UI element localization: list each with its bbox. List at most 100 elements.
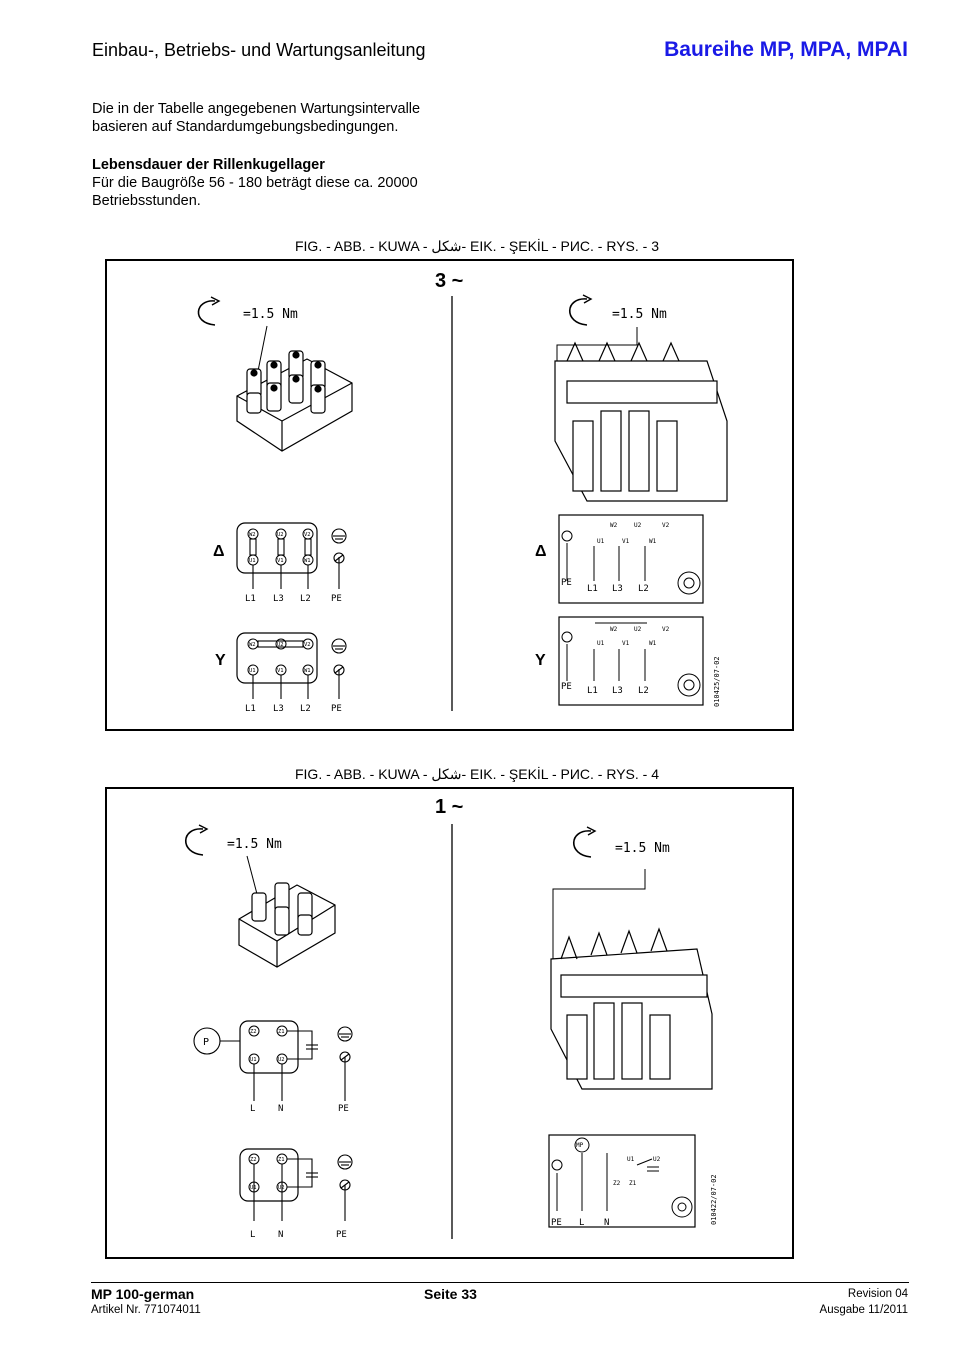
svg-text:U2: U2 <box>278 1185 285 1191</box>
star-symbol-right: Y <box>535 652 546 669</box>
switch-block-drawing <box>554 341 728 502</box>
drawing-code: 010422/07-02 <box>710 1174 718 1225</box>
torque-value-right: =1.5 Nm <box>612 307 667 322</box>
svg-text:Z2: Z2 <box>250 1029 257 1035</box>
terminal-block-drawing <box>236 350 353 452</box>
figure-4-caption: FIG. - ABB. - KUWA - ﺷﻜﻞ- EIK. - ŞEKİL -… <box>294 766 660 782</box>
svg-text:L3: L3 <box>273 594 284 604</box>
bearing-line-2: Betriebsstunden. <box>92 193 201 209</box>
svg-text:N: N <box>604 1218 609 1228</box>
delta-symbol-left: Δ <box>213 543 225 560</box>
svg-text:L3: L3 <box>612 686 623 696</box>
svg-text:PE: PE <box>561 578 572 588</box>
svg-text:U2: U2 <box>277 642 284 648</box>
svg-text:PE: PE <box>336 1230 347 1240</box>
torque-arrow-icon <box>569 294 593 326</box>
svg-text:V1: V1 <box>277 668 284 674</box>
svg-text:V1: V1 <box>622 640 630 647</box>
svg-text:U2: U2 <box>634 522 642 529</box>
footer-page: Seite 33 <box>424 1286 477 1302</box>
svg-text:U2: U2 <box>278 1057 285 1063</box>
figure-3-drawing: 3 ~ =1.5 Nm Δ W2 U2 <box>197 270 728 714</box>
torque-arrow-icon <box>185 824 209 856</box>
svg-text:L3: L3 <box>612 584 623 594</box>
svg-text:U1: U1 <box>249 668 256 674</box>
svg-text:W2: W2 <box>249 532 256 538</box>
footer-article: Artikel Nr. 771074011 <box>91 1304 201 1316</box>
svg-text:V2: V2 <box>304 532 311 538</box>
svg-text:L3: L3 <box>273 704 284 714</box>
svg-text:Z1: Z1 <box>629 1180 637 1187</box>
footer-divider <box>91 1282 909 1283</box>
star-symbol-left: Y <box>215 652 226 669</box>
phase-label: 1 ~ <box>435 796 463 818</box>
drawing-code: 010425/07-02 <box>713 656 721 707</box>
svg-text:V2: V2 <box>662 522 670 529</box>
figure-3-caption: FIG. - ABB. - KUWA - ﺷﻜﻞ- EIK. - ŞEKİL -… <box>294 238 660 254</box>
delta-symbol-right: Δ <box>535 543 547 560</box>
torque-value-left: =1.5 Nm <box>227 837 282 852</box>
switch-block-drawing <box>550 927 713 1090</box>
torque-arrow-icon <box>197 296 221 326</box>
svg-text:U1: U1 <box>597 538 605 545</box>
maintenance-note-line-1: Die in der Tabelle angegebenen Wartungsi… <box>92 101 421 117</box>
svg-text:L1: L1 <box>587 584 598 594</box>
torque-value-left: =1.5 Nm <box>243 307 298 322</box>
svg-text:U2: U2 <box>653 1156 661 1163</box>
svg-text:W1: W1 <box>304 558 311 564</box>
figure-4: 1 ~ =1.5 Nm P Z2 Z1 U1 U2 <box>105 787 794 1259</box>
svg-text:V1: V1 <box>277 558 284 564</box>
svg-text:L1: L1 <box>587 686 598 696</box>
svg-text:W1: W1 <box>304 668 311 674</box>
svg-text:L2: L2 <box>638 686 649 696</box>
terminal-block-drawing <box>238 882 336 968</box>
svg-text:U2: U2 <box>634 626 642 633</box>
svg-text:U1: U1 <box>250 1057 257 1063</box>
svg-text:W2: W2 <box>610 626 618 633</box>
svg-text:PE: PE <box>338 1104 349 1114</box>
svg-text:L2: L2 <box>638 584 649 594</box>
figure-3: 3 ~ =1.5 Nm Δ W2 U2 <box>105 259 794 731</box>
svg-text:N: N <box>278 1104 283 1114</box>
bearing-heading: Lebensdauer der Rillenkugellager <box>92 157 325 173</box>
svg-text:U1: U1 <box>597 640 605 647</box>
svg-text:V2: V2 <box>304 642 311 648</box>
maintenance-note: Die in der Tabelle angegebenen Wartungsi… <box>92 100 420 136</box>
figure-4-drawing: 1 ~ =1.5 Nm P Z2 Z1 U1 U2 <box>185 796 718 1240</box>
svg-text:U1: U1 <box>627 1156 635 1163</box>
series-title: Baureihe MP, MPA, MPAI <box>664 38 908 61</box>
svg-text:MP: MP <box>576 1142 584 1149</box>
torque-arrow-icon <box>573 826 597 858</box>
svg-text:L2: L2 <box>300 704 311 714</box>
svg-text:PE: PE <box>331 594 342 604</box>
svg-text:L1: L1 <box>245 704 256 714</box>
maintenance-note-line-2: basieren auf Standardumgebungsbedingunge… <box>92 119 399 135</box>
bearing-line-1: Für die Baugröße 56 - 180 beträgt diese … <box>92 175 418 191</box>
svg-text:P: P <box>203 1037 209 1048</box>
svg-text:W2: W2 <box>249 642 256 648</box>
svg-text:U1: U1 <box>249 558 256 564</box>
phase-label: 3 ~ <box>435 270 463 292</box>
svg-text:PE: PE <box>551 1218 562 1228</box>
svg-text:L2: L2 <box>300 594 311 604</box>
svg-text:L: L <box>250 1230 255 1240</box>
torque-value-right: =1.5 Nm <box>615 841 670 856</box>
svg-text:L: L <box>579 1218 584 1228</box>
svg-text:Z1: Z1 <box>278 1157 285 1163</box>
svg-text:Z1: Z1 <box>278 1029 285 1035</box>
footer-document: MP 100-german <box>91 1286 195 1302</box>
footer-revision: Revision 04 <box>847 1288 908 1300</box>
svg-text:PE: PE <box>331 704 342 714</box>
svg-text:W1: W1 <box>649 640 657 647</box>
svg-text:N: N <box>278 1230 283 1240</box>
svg-text:Z2: Z2 <box>613 1180 621 1187</box>
svg-text:U2: U2 <box>277 532 284 538</box>
svg-text:L1: L1 <box>245 594 256 604</box>
svg-text:W1: W1 <box>649 538 657 545</box>
svg-text:U1: U1 <box>250 1185 257 1191</box>
svg-text:V2: V2 <box>662 626 670 633</box>
svg-text:Z2: Z2 <box>250 1157 257 1163</box>
bearing-section: Lebensdauer der Rillenkugellager Für die… <box>92 156 418 210</box>
svg-text:W2: W2 <box>610 522 618 529</box>
svg-text:PE: PE <box>561 682 572 692</box>
